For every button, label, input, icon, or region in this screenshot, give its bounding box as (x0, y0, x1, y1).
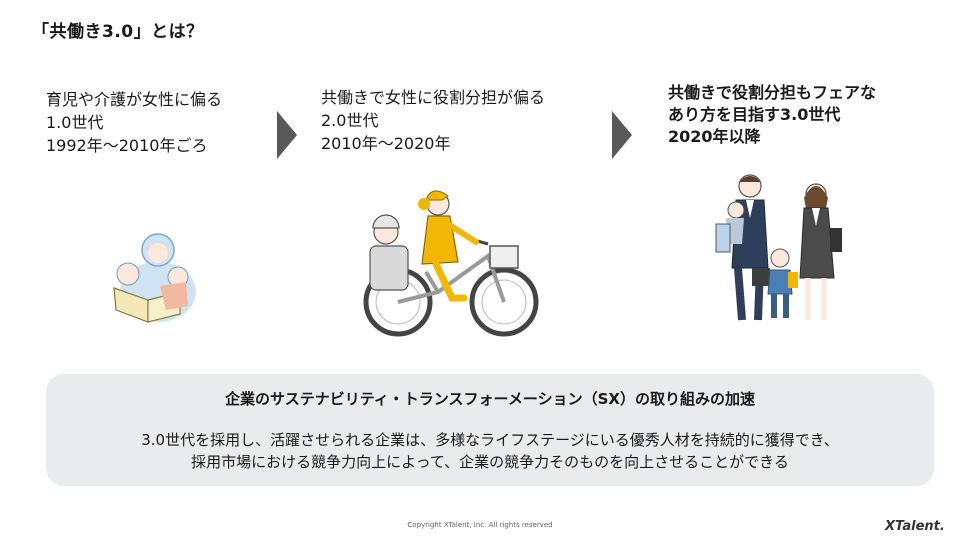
stage-3-line-3: 2020年以降 (668, 126, 876, 148)
summary-body-line-2: 採用市場における競争力向上によって、企業の競争力そのものを向上させることができる (46, 451, 934, 473)
copyright-text: Copyright XTalent, Inc. All rights reser… (0, 521, 960, 529)
stage-2-line-2: 2.0世代 (321, 109, 545, 132)
bicycle-mother-illustration (356, 180, 542, 340)
company-logo: XTalent. (885, 519, 945, 534)
summary-body-line-1: 3.0世代を採用し、活躍させられる企業は、多様なライフステージにいる優秀人材を持… (46, 429, 934, 451)
stage-1-text: 育児や介護が女性に偏る 1.0世代 1992年〜2010年ごろ (46, 88, 222, 157)
summary-box: 企業のサステナビリティ・トランスフォーメーション（SX）の取り組みの加速 3.0… (46, 374, 934, 486)
stage-1-line-1: 育児や介護が女性に偏る (46, 88, 222, 111)
arrow-icon-1 (277, 111, 297, 159)
summary-heading: 企業のサステナビリティ・トランスフォーメーション（SX）の取り組みの加速 (46, 388, 934, 409)
stage-2-line-1: 共働きで女性に役割分担が偏る (321, 86, 545, 109)
summary-body: 3.0世代を採用し、活躍させられる企業は、多様なライフステージにいる優秀人材を持… (46, 429, 934, 473)
family-illustration (712, 168, 844, 330)
stage-2-line-3: 2010年〜2020年 (321, 132, 545, 155)
page-title: 「共働き3.0」とは？ (32, 17, 204, 42)
stage-3-line-2: あり方を目指す3.0世代 (668, 104, 876, 126)
stage-1-line-2: 1.0世代 (46, 111, 222, 134)
arrow-icon-2 (612, 111, 632, 159)
stage-3-text: 共働きで役割分担もフェアな あり方を目指す3.0世代 2020年以降 (668, 82, 876, 148)
stage-3-line-1: 共働きで役割分担もフェアな (668, 82, 876, 104)
mother-reading-illustration (100, 222, 200, 328)
stage-2-text: 共働きで女性に役割分担が偏る 2.0世代 2010年〜2020年 (321, 86, 545, 155)
stage-1-line-3: 1992年〜2010年ごろ (46, 134, 222, 157)
